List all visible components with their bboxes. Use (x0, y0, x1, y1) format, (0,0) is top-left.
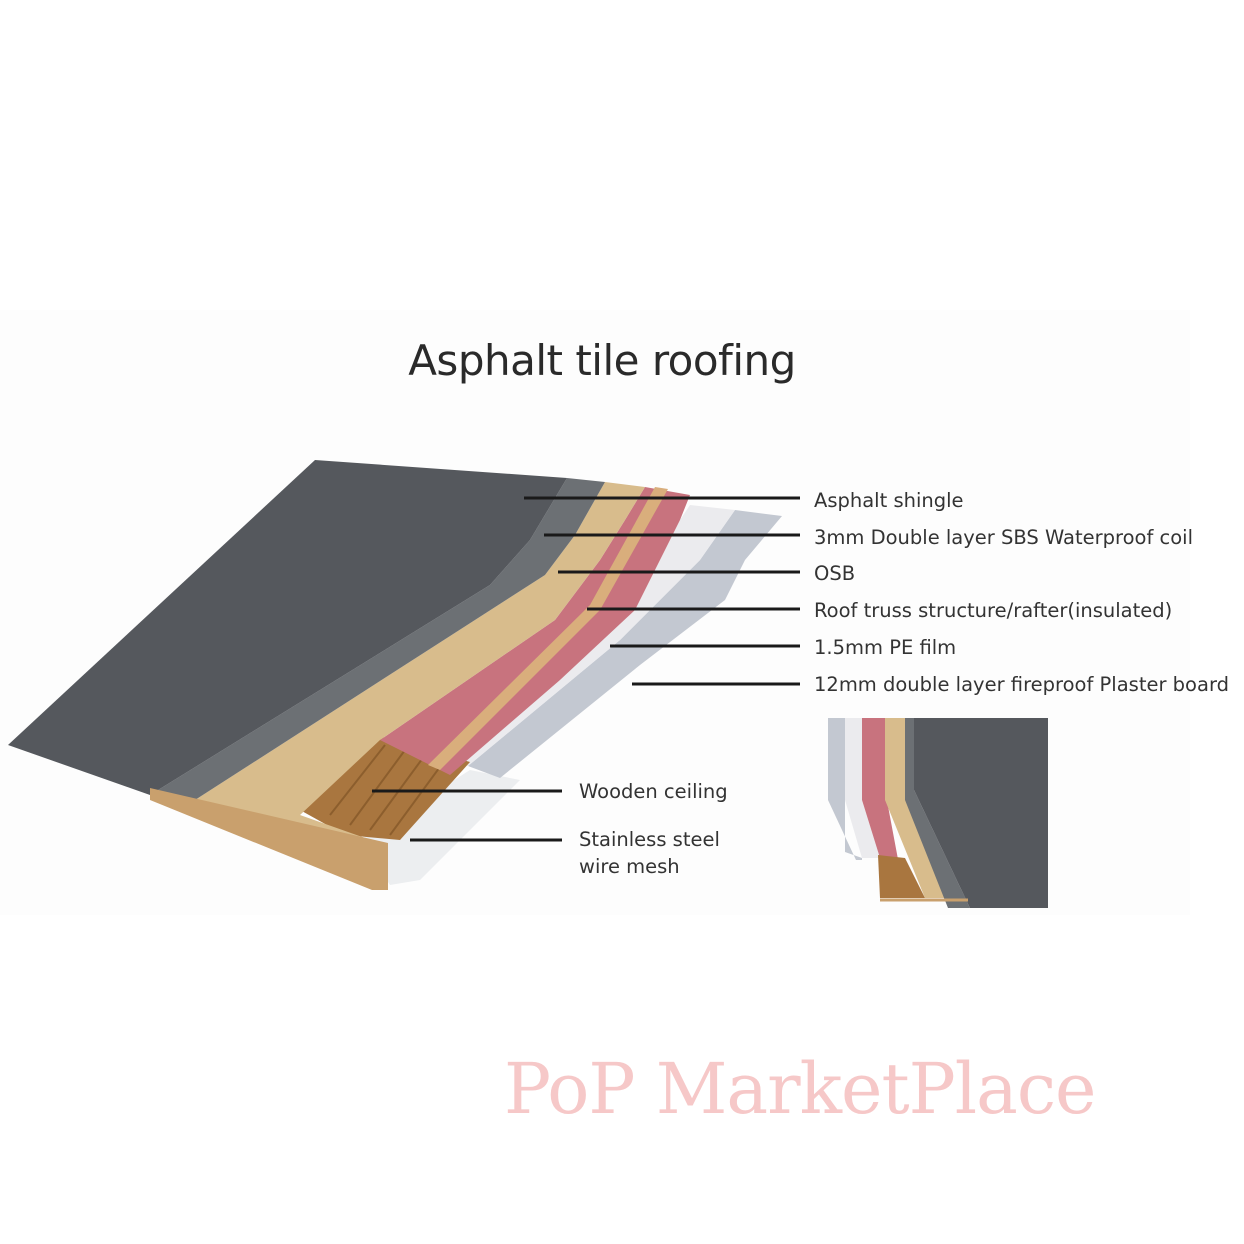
inset-shingle (914, 718, 1048, 908)
label-pe-film: 1.5mm PE film (814, 636, 957, 659)
inset-osb (885, 718, 948, 898)
osb-layer (150, 482, 645, 845)
inset-wood (878, 855, 925, 898)
label-osb: OSB (814, 562, 856, 585)
label-wooden-ceiling: Wooden ceiling (579, 780, 728, 803)
label-asphalt-shingle: Asphalt shingle (814, 489, 964, 512)
wire-mesh-layer (360, 770, 520, 885)
sbs-waterproof-layer (150, 478, 605, 800)
label-wire-mesh-line2: wire mesh (579, 855, 680, 878)
insulation-layer (380, 487, 690, 775)
label-wire-mesh-line1: Stainless steel (579, 828, 720, 851)
asphalt-shingle-layer (8, 460, 567, 795)
label-plaster-board: 12mm double layer fireproof Plaster boar… (814, 673, 1229, 696)
pe-film-layer (440, 505, 735, 766)
fascia-board (150, 788, 388, 890)
label-roof-truss: Roof truss structure/rafter(insulated) (814, 599, 1173, 622)
inset-pe-film (845, 718, 880, 858)
diagram-title: Asphalt tile roofing (408, 336, 796, 385)
inset-sbs (905, 718, 970, 908)
rafter (428, 487, 668, 770)
inset-insulation (862, 718, 900, 870)
plaster-board-layer (468, 510, 782, 778)
watermark: PoP MarketPlace (504, 1048, 1096, 1130)
label-sbs-coil: 3mm Double layer SBS Waterproof coil (814, 526, 1194, 549)
leader-lines (372, 496, 800, 842)
